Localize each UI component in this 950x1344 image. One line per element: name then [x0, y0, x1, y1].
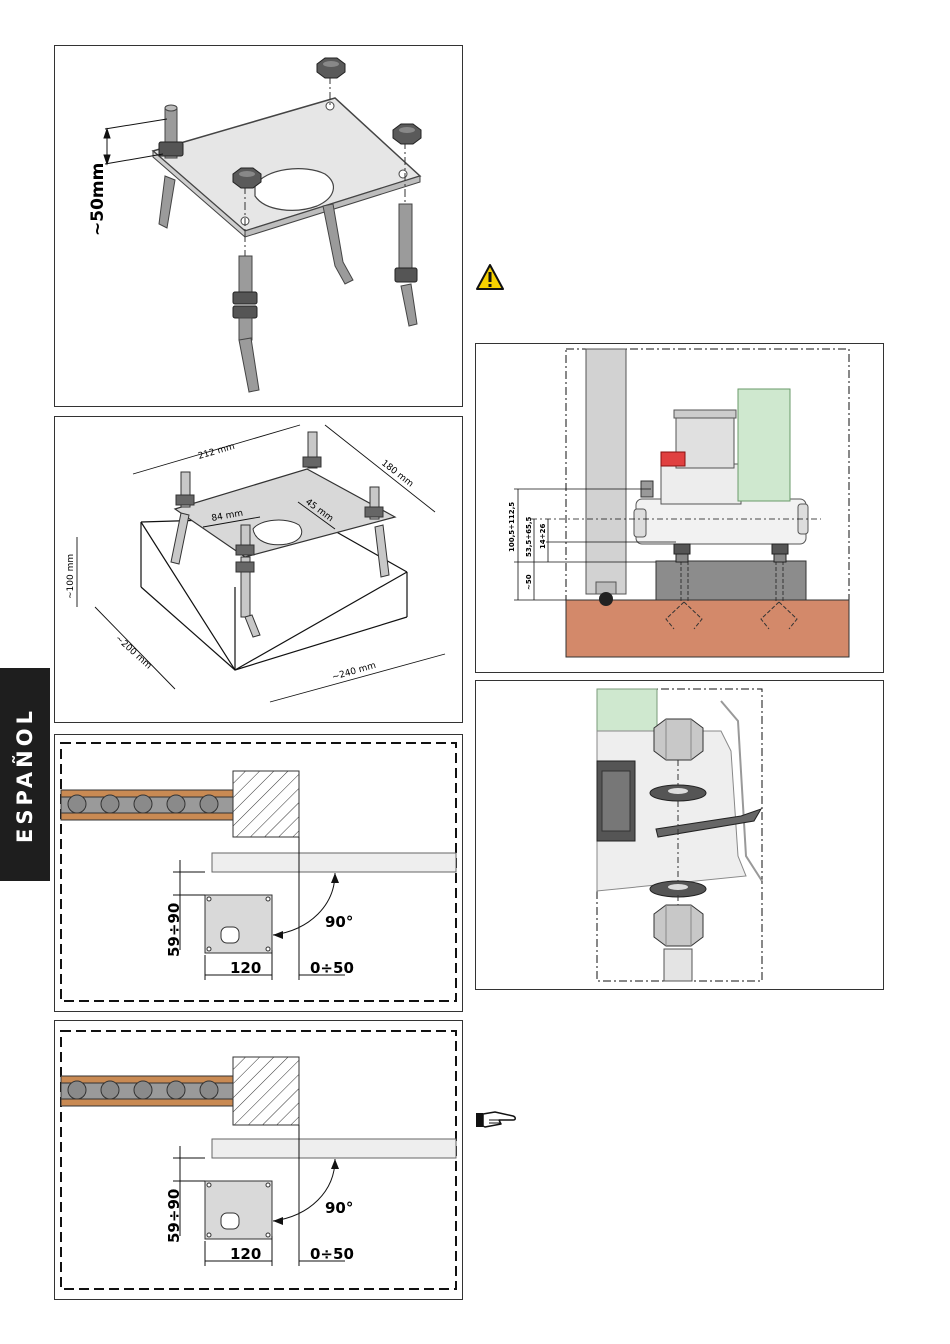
figure-motor-elevation: 100,5÷112,5 53,5÷65,5 14÷26 ~50	[475, 343, 884, 673]
language-tab: ESPAÑOL	[0, 668, 50, 881]
fig5-dim-total: 100,5÷112,5	[508, 502, 516, 552]
fig2-block-width: ~240 mm	[331, 661, 377, 683]
fig3-width-label: 120	[230, 959, 261, 977]
fig5-dim-base: ~50	[525, 574, 533, 590]
fig1-height-label: ~50mm	[88, 163, 108, 236]
fig2-block-depth: ~200 mm	[113, 634, 153, 672]
fig3-offset-label: 59÷90	[165, 903, 183, 957]
figure-fastener-detail	[475, 680, 884, 990]
pointing-hand-icon	[475, 1110, 517, 1130]
fig4-gap-label: 0÷50	[310, 1245, 354, 1263]
figure-plan-view-1: 59÷90 90° 120 0÷50	[54, 734, 463, 1012]
fig2-block-height: ~100 mm	[66, 554, 76, 599]
fig2-plate-width: 212 mm	[197, 442, 236, 462]
figure-foundation-dimensions: 212 mm 180 mm 84 mm 45 mm ~100 mm ~200 m…	[54, 416, 463, 723]
fig4-offset-label: 59÷90	[165, 1189, 183, 1243]
fig3-gap-label: 0÷50	[310, 959, 354, 977]
fig5-dim-mid: 53,5÷65,5	[525, 516, 533, 557]
figure-plan-view-2: 59÷90 90° 120 0÷50	[54, 1020, 463, 1300]
fig2-plate-depth: 180 mm	[379, 458, 415, 489]
fig4-width-label: 120	[230, 1245, 261, 1263]
language-tab-label: ESPAÑOL	[13, 707, 37, 843]
figure-anchor-plate: ~50mm	[54, 45, 463, 407]
fig5-dim-small: 14÷26	[539, 524, 547, 549]
fig4-angle-label: 90°	[325, 1199, 353, 1217]
warning-icon	[476, 264, 504, 290]
fig3-angle-label: 90°	[325, 913, 353, 931]
